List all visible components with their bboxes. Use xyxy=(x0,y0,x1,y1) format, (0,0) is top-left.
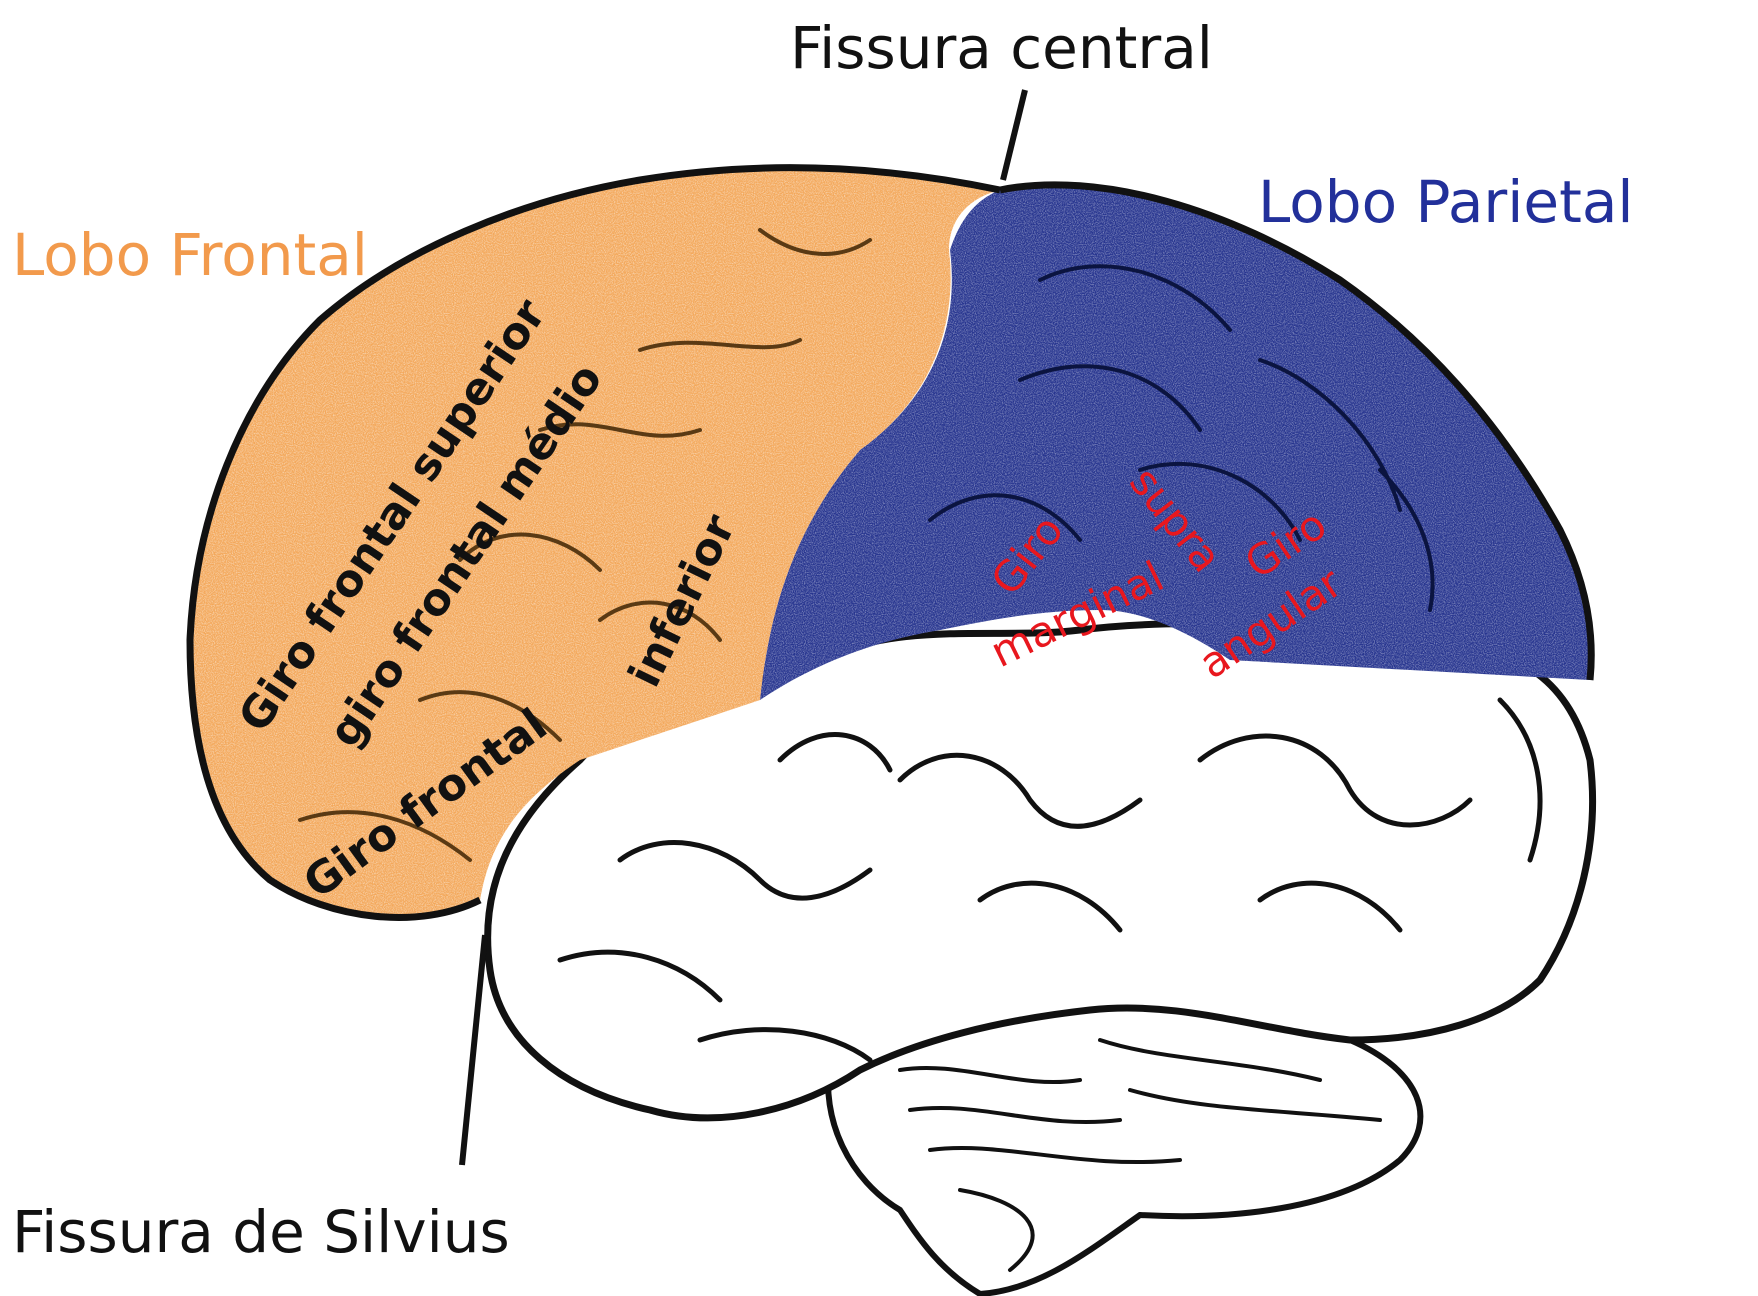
label-fissura-central: Fissura central xyxy=(790,14,1213,82)
label-lobo-parietal: Lobo Parietal xyxy=(1258,168,1633,236)
fissura-central-pointer xyxy=(1003,90,1025,180)
label-fissura-silvius: Fissura de Silvius xyxy=(12,1198,510,1266)
fissura-silvius-pointer xyxy=(462,935,485,1165)
label-lobo-frontal: Lobo Frontal xyxy=(12,221,368,289)
